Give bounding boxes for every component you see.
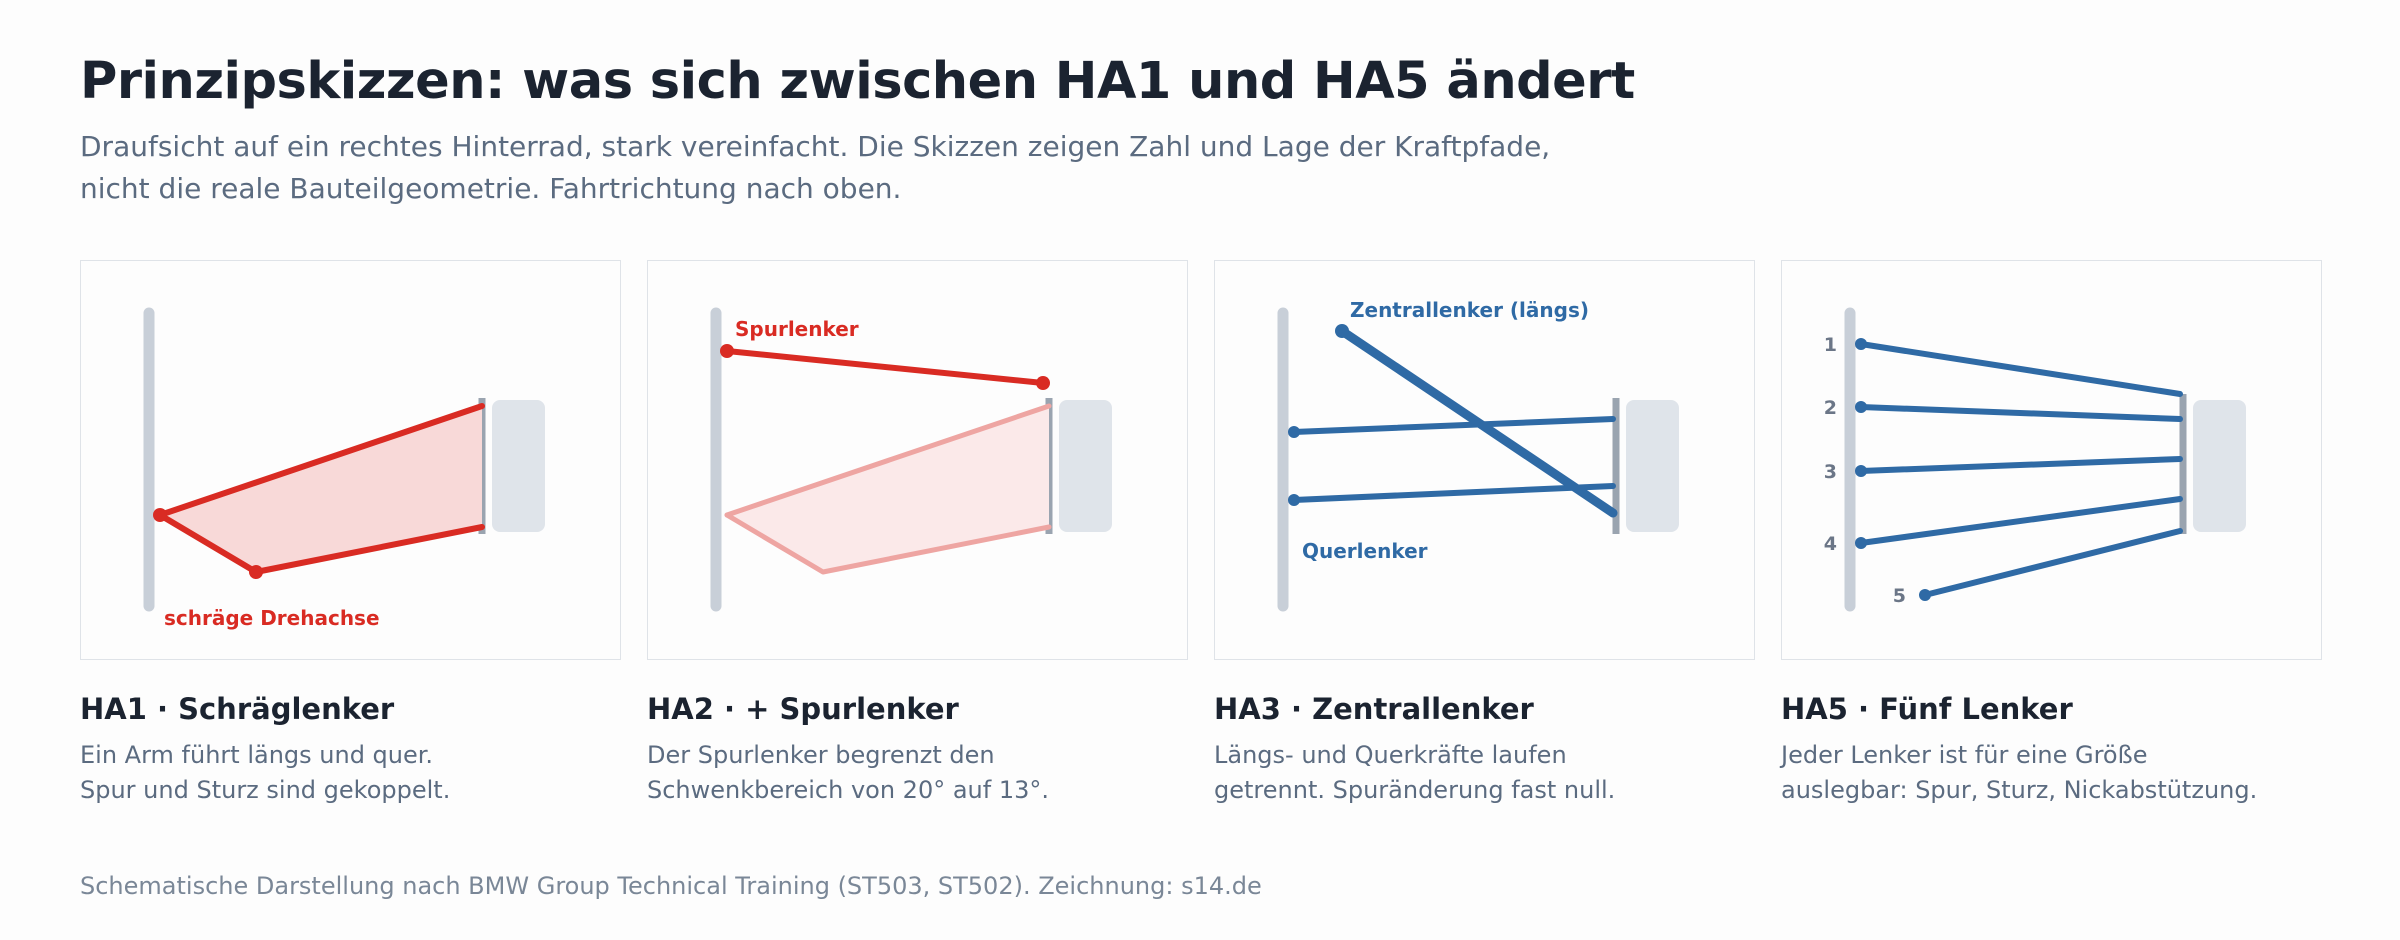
arm-front-edge: [724, 403, 1052, 518]
link-4: [1858, 496, 2183, 546]
subtitle-line-1: Draufsicht auf ein rechtes Hinterrad, st…: [80, 130, 1551, 163]
central-link-joint: [1335, 324, 1349, 338]
toe-link-outer-joint: [1036, 376, 1050, 390]
link-1-joint: [1855, 338, 1867, 350]
toe-link-label: Spurlenker: [735, 317, 859, 341]
trailing-arm-area: [727, 406, 1049, 572]
link-2-joint: [1855, 401, 1867, 413]
wheel: [492, 400, 545, 532]
caption-line-2: Schwenkbereich von 20° auf 13°.: [647, 776, 1050, 804]
link-3: [1858, 456, 2183, 474]
sketch-ha3: Zentrallenker (längs) Querlenker: [1277, 298, 1679, 612]
link-number-5: 5: [1893, 585, 1906, 607]
link-number-1: 1: [1824, 334, 1837, 356]
lateral-link-lower: [1291, 483, 1616, 503]
link-1: [1858, 341, 2183, 397]
pivot-axis-label: schräge Drehachse: [164, 606, 380, 630]
caption-title-ha3: HA3 · Zentrallenker: [1214, 692, 1534, 726]
wheel: [1626, 400, 1679, 532]
caption-text-ha1: Ein Arm führt längs und quer. Spur und S…: [80, 738, 450, 808]
central-link-label: Zentrallenker (längs): [1350, 298, 1589, 322]
link-number-2: 2: [1824, 397, 1837, 419]
pivot-front: [153, 508, 167, 522]
link-number-4: 4: [1824, 533, 1837, 555]
page-subtitle: Draufsicht auf ein rechtes Hinterrad, st…: [80, 126, 1640, 210]
sketch-panel-ha3: Zentrallenker (längs) Querlenker: [1214, 260, 1755, 660]
sketch-ha1: schräge Drehachse: [143, 307, 545, 630]
subtitle-line-2: nicht die reale Bauteilgeometrie. Fahrtr…: [80, 172, 902, 205]
pivot-rear: [249, 565, 263, 579]
toe-link: [724, 348, 1046, 386]
toe-link-inner-joint: [720, 344, 734, 358]
link-3-joint: [1855, 465, 1867, 477]
lateral-link-upper: [1291, 416, 1616, 435]
caption-line-1: Ein Arm führt längs und quer.: [80, 741, 434, 769]
upper-link-joint: [1288, 426, 1300, 438]
caption-title-ha2: HA2 · + Spurlenker: [647, 692, 959, 726]
trailing-arm-area: [160, 406, 482, 572]
arm-front-edge: [157, 403, 485, 518]
caption-line-1: Jeder Lenker ist für eine Größe: [1781, 741, 2148, 769]
sketch-panel-ha2: Spurlenker: [647, 260, 1188, 660]
caption-line-2: Spur und Sturz sind gekoppelt.: [80, 776, 451, 804]
link-number-3: 3: [1824, 461, 1837, 483]
sketch-ha5: 1 2 3 4 5: [1824, 307, 2246, 612]
lateral-link-label: Querlenker: [1302, 539, 1428, 563]
caption-title-ha1: HA1 · Schräglenker: [80, 692, 395, 726]
link-5-joint: [1919, 589, 1931, 601]
caption-text-ha5: Jeder Lenker ist für eine Größe auslegba…: [1781, 738, 2257, 808]
lower-link-joint: [1288, 494, 1300, 506]
caption-line-2: getrennt. Spuränderung fast null.: [1214, 776, 1616, 804]
caption-title-ha5: HA5 · Fünf Lenker: [1781, 692, 2073, 726]
wheel: [1059, 400, 1112, 532]
central-link: [1337, 326, 1618, 518]
sketch-panel-ha5: 1 2 3 4 5: [1781, 260, 2322, 660]
caption-line-1: Der Spurlenker begrenzt den: [647, 741, 995, 769]
link-5: [1922, 528, 2183, 598]
arm-rear-edge: [724, 512, 1052, 575]
source-footnote: Schematische Darstellung nach BMW Group …: [80, 872, 1262, 900]
caption-line-1: Längs- und Querkräfte laufen: [1214, 741, 1567, 769]
sketch-panel-ha1: schräge Drehachse: [80, 260, 621, 660]
sketch-ha2: Spurlenker: [710, 307, 1112, 612]
caption-line-2: auslegbar: Spur, Sturz, Nickabstützung.: [1781, 776, 2258, 804]
link-2: [1858, 404, 2183, 422]
caption-text-ha3: Längs- und Querkräfte laufen getrennt. S…: [1214, 738, 1615, 808]
link-4-joint: [1855, 537, 1867, 549]
caption-text-ha2: Der Spurlenker begrenzt den Schwenkberei…: [647, 738, 1049, 808]
page-title: Prinzipskizzen: was sich zwischen HA1 un…: [80, 52, 1635, 111]
wheel: [2193, 400, 2246, 532]
